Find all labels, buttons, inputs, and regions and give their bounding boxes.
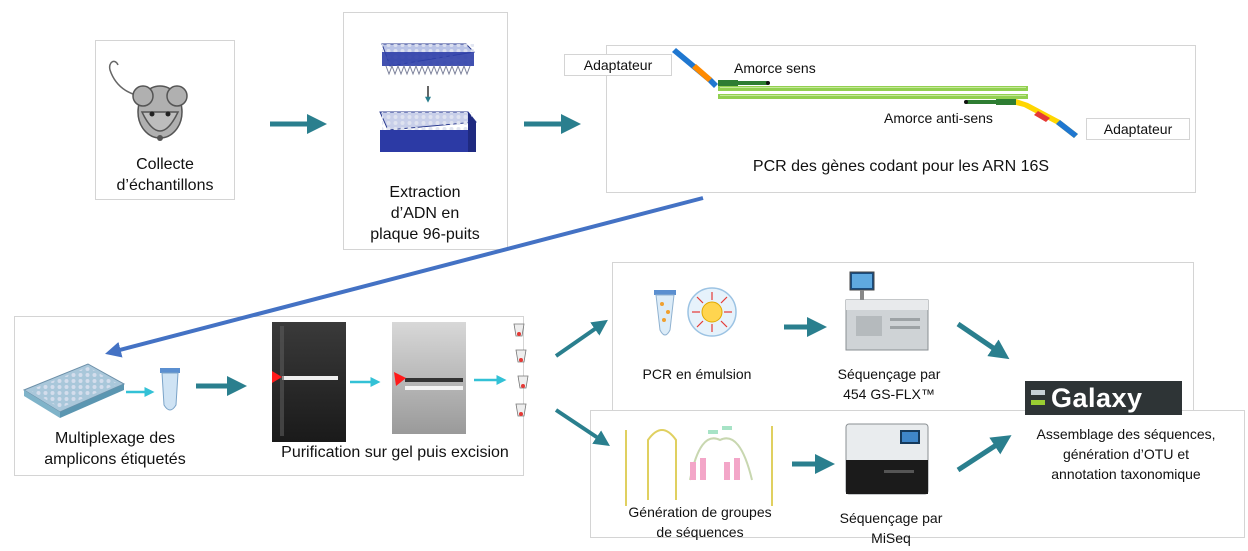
cluster-generation-label-1: Génération de groupes (628, 504, 772, 520)
multiplexing-label-2: amplicons étiquetés (44, 451, 186, 468)
analysis-label-2: génération d’OTU et (1062, 446, 1190, 462)
dna-extraction-label-3: plaque 96-puits (370, 226, 480, 243)
analysis-label-3: annotation taxonomique (1051, 466, 1201, 482)
gel-purification-label: Purification sur gel puis excision (281, 444, 509, 461)
pcr-caption: PCR des gènes codant pour les ARN 16S (752, 158, 1050, 175)
emulsion-pcr-label: PCR en émulsion (642, 366, 752, 382)
gel-image-1 (272, 322, 346, 442)
adapter-right-label: Adaptateur (1086, 118, 1190, 140)
emulsion-bead-icon (687, 287, 737, 337)
miseq-sequencer-icon (845, 423, 929, 495)
amplicon-diagram (672, 48, 1078, 138)
tubes-column-icon (513, 323, 529, 417)
sample-collection-label-2: d’échantillons (116, 177, 214, 194)
plate-96-well-bottom-icon (379, 111, 477, 152)
dna-extraction-label-2: d’ADN en (390, 205, 460, 222)
cluster-generation-label-2: de séquences (656, 524, 744, 540)
tube-icon (160, 368, 180, 411)
multiplex-plate-icon (22, 363, 126, 418)
cluster-generation-icon (625, 426, 773, 506)
miseq-label-1: Séquençage par (839, 510, 943, 526)
seq-454-label-2: 454 GS-FLX™ (843, 386, 935, 402)
dna-extraction-label-1: Extraction (389, 184, 461, 201)
galaxy-logo-bar-icon (1031, 390, 1045, 395)
reverse-primer-label: Amorce anti-sens (884, 110, 993, 126)
adapter-left-label: Adaptateur (564, 54, 672, 76)
mouse-icon (108, 60, 188, 141)
gel-image-2 (392, 322, 466, 434)
seq-454-label-1: Séquençage par (837, 366, 941, 382)
galaxy-logo-bar-icon (1031, 400, 1045, 405)
galaxy-logo: Galaxy (1025, 381, 1182, 415)
sample-collection-label-1: Collecte (136, 156, 194, 173)
analysis-label-1: Assemblage des séquences, (1036, 426, 1216, 442)
forward-primer-label: Amorce sens (734, 60, 816, 76)
miseq-label-2: MiSeq (871, 530, 911, 546)
sequencer-454-icon (845, 271, 929, 351)
emulsion-tube-icon (654, 290, 676, 336)
plate-96-well-top-icon (381, 43, 476, 76)
multiplexing-label-1: Multiplexage des (54, 430, 176, 447)
galaxy-logo-text: Galaxy (1051, 383, 1143, 413)
